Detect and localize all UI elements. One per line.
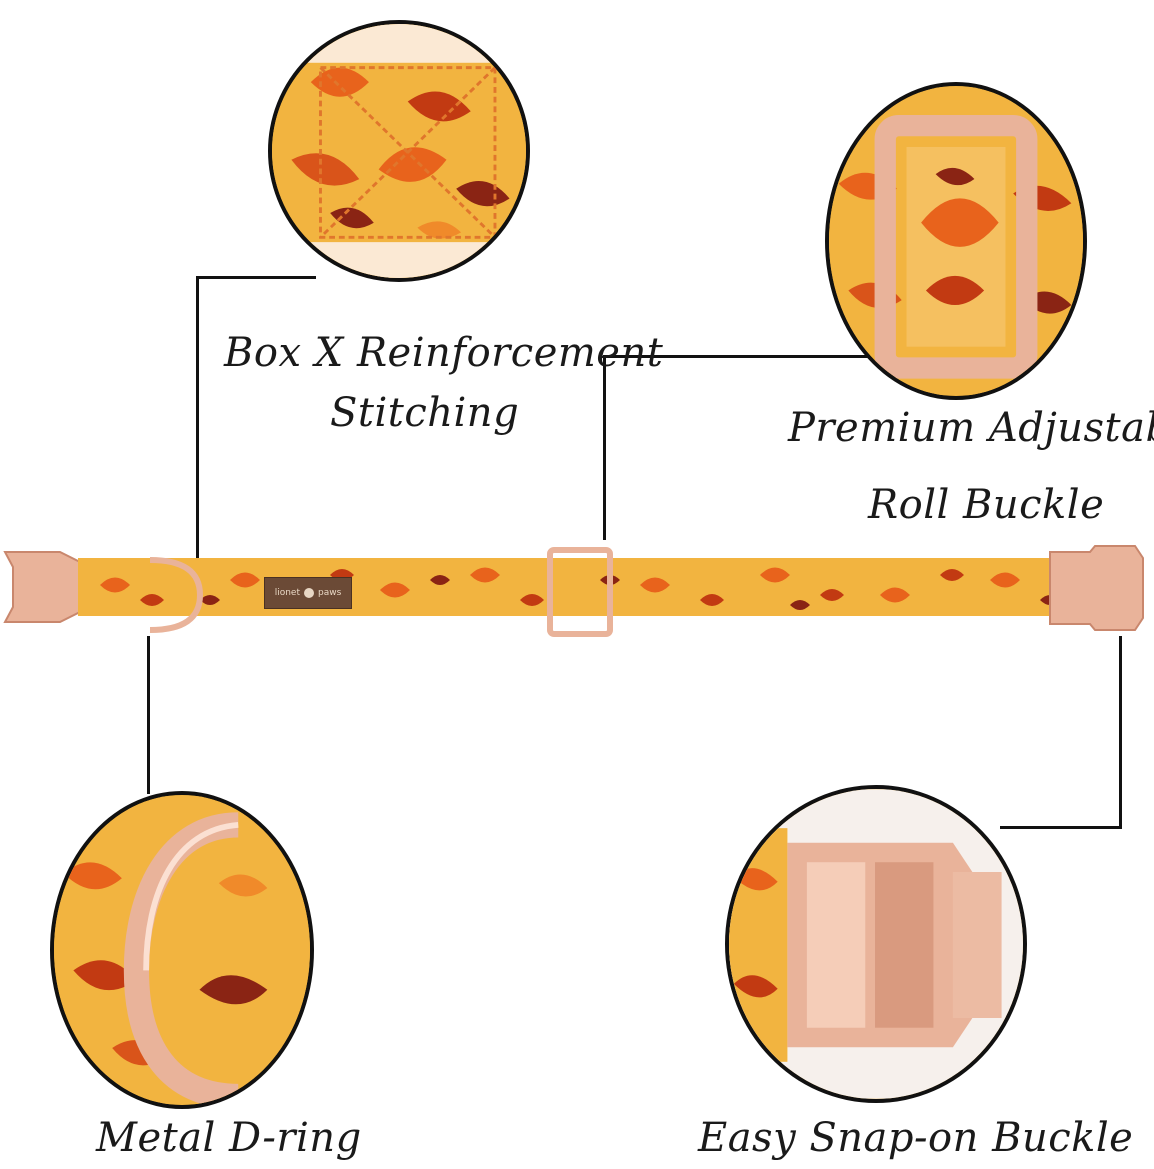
caption-stitching-line1: Box X Reinforcement <box>224 330 664 376</box>
caption-stitching-line2: Stitching <box>330 390 520 436</box>
snap-buckle-closeup-circle <box>725 785 1027 1103</box>
connector-dring-vertical <box>147 636 150 794</box>
roll-buckle-closeup-image <box>829 86 1083 396</box>
connector-snap-vertical <box>1119 636 1122 828</box>
collar-image <box>3 545 1144 637</box>
caption-buckle-line2: Roll Buckle <box>868 482 1105 528</box>
caption-dring: Metal D-ring <box>96 1115 362 1161</box>
stitching-closeup-circle <box>268 20 530 282</box>
brand-tag: lionet paws <box>264 577 352 609</box>
dring-closeup-circle <box>50 791 314 1109</box>
connector-snap-horizontal <box>1000 826 1122 829</box>
roll-buckle-closeup-circle <box>825 82 1087 400</box>
snap-buckle-closeup-image <box>729 789 1023 1099</box>
dring-closeup-image <box>54 795 310 1105</box>
brand-tag-text-1: lionet <box>274 588 300 598</box>
connector-buckle-vertical <box>603 355 606 540</box>
paw-icon <box>304 588 314 598</box>
brand-tag-text-2: paws <box>318 588 342 598</box>
caption-buckle-line1: Premium Adjustable <box>788 405 1154 451</box>
caption-snap: Easy Snap-on Buckle <box>698 1115 1134 1161</box>
stitching-closeup-image <box>272 24 526 278</box>
connector-stitching-horizontal <box>196 276 316 279</box>
connector-buckle-horizontal <box>603 355 871 358</box>
connector-stitching-vertical <box>196 276 199 562</box>
